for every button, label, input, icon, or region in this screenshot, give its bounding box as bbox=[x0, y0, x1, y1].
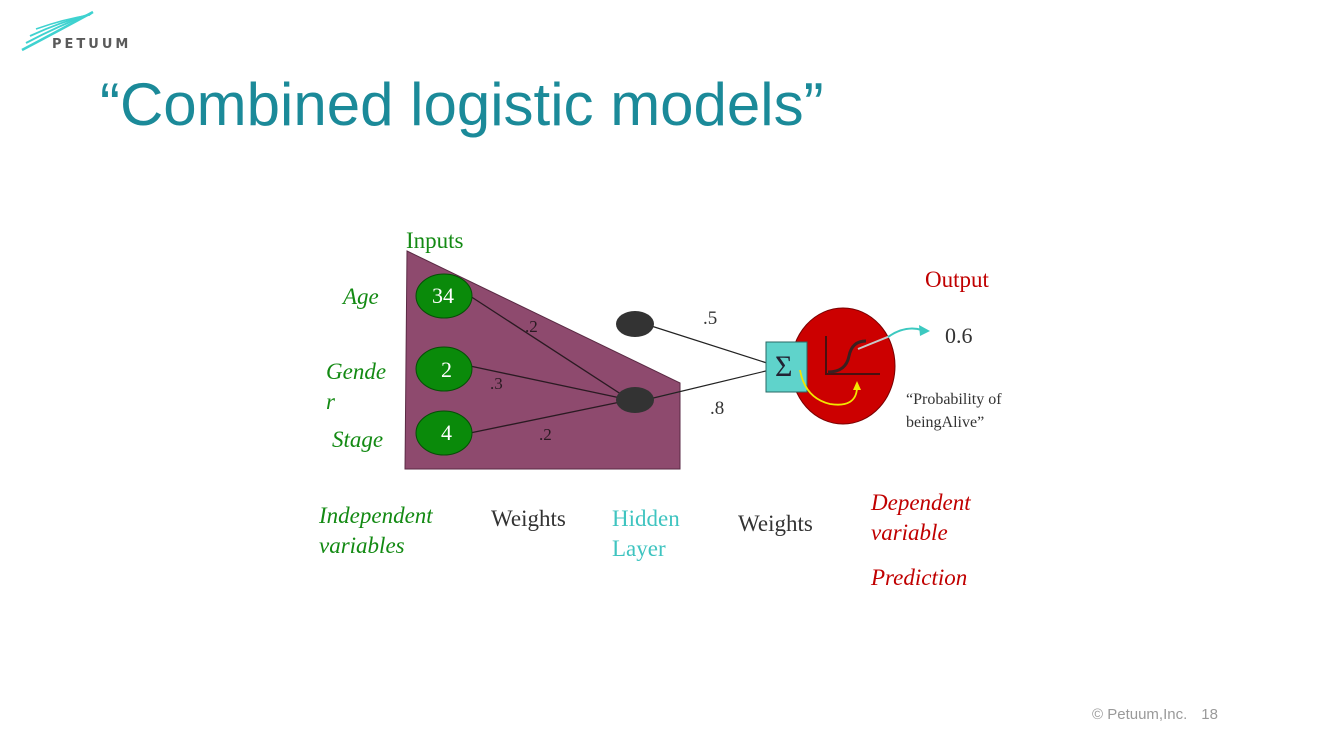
output-label: Output bbox=[925, 267, 989, 292]
hidden-node-1 bbox=[616, 311, 654, 337]
independent-label-line2: variables bbox=[319, 533, 405, 558]
input-value-age: 34 bbox=[432, 283, 454, 308]
input-name-gender-line1: Gende bbox=[326, 359, 387, 384]
hidden-layer-label-line2: Layer bbox=[612, 536, 666, 561]
petuum-swoosh-icon bbox=[21, 10, 94, 52]
input-node-stage bbox=[415, 410, 473, 456]
slide-title: “Combined logistic models” bbox=[100, 71, 824, 138]
slide-footer: © Petuum,Inc. 18 bbox=[1092, 706, 1218, 723]
input-value-stage: 4 bbox=[441, 420, 452, 445]
input-name-gender-line2: r bbox=[326, 389, 335, 414]
input-value-gender: 2 bbox=[441, 357, 452, 382]
dependent-label-line2: variable bbox=[871, 520, 948, 545]
weight-age: .2 bbox=[525, 317, 538, 336]
weight-hidden2: .8 bbox=[710, 398, 725, 419]
input-region bbox=[404, 250, 681, 470]
page-number: 18 bbox=[1201, 706, 1218, 723]
hidden-node-2 bbox=[616, 387, 654, 413]
output-value: 0.6 bbox=[945, 323, 973, 348]
independent-label-line1: Independent bbox=[319, 503, 433, 528]
input-node-age bbox=[415, 273, 473, 319]
sigmoid-curve-icon bbox=[827, 339, 867, 374]
weights-label-2: Weights bbox=[738, 511, 813, 536]
copyright-text: © Petuum,Inc. bbox=[1092, 706, 1188, 723]
edge-stage-hidden bbox=[469, 399, 631, 434]
input-name-stage: Stage bbox=[332, 427, 384, 452]
output-arrow-icon bbox=[887, 327, 923, 338]
weights-label-1: Weights bbox=[491, 506, 566, 531]
edge-gender-hidden bbox=[469, 365, 631, 401]
hidden-layer-label-line1: Hidden bbox=[612, 506, 680, 531]
dependent-label-line1: Dependent bbox=[871, 490, 971, 515]
input-node-gender bbox=[415, 346, 473, 392]
output-caption-line1: “Probability of bbox=[906, 391, 1002, 408]
brand-name: PETUUM bbox=[52, 37, 132, 52]
sum-box bbox=[765, 341, 808, 393]
input-name-age: Age bbox=[343, 284, 379, 309]
weight-stage: .2 bbox=[539, 425, 552, 444]
weight-gender: .3 bbox=[490, 374, 503, 393]
edge-age-hidden bbox=[469, 295, 631, 401]
edge-hidden1-sum bbox=[644, 323, 771, 365]
prediction-label: Prediction bbox=[871, 565, 968, 590]
output-caption-line2: beingAlive” bbox=[906, 414, 985, 431]
sum-symbol: Σ bbox=[775, 350, 793, 383]
sigmoid-axes-icon bbox=[825, 336, 880, 375]
edge-hidden2-sum bbox=[644, 369, 771, 401]
weight-hidden1: .5 bbox=[703, 308, 718, 329]
inputs-label: Inputs bbox=[406, 228, 464, 253]
activation-arrow-icon bbox=[799, 369, 858, 406]
